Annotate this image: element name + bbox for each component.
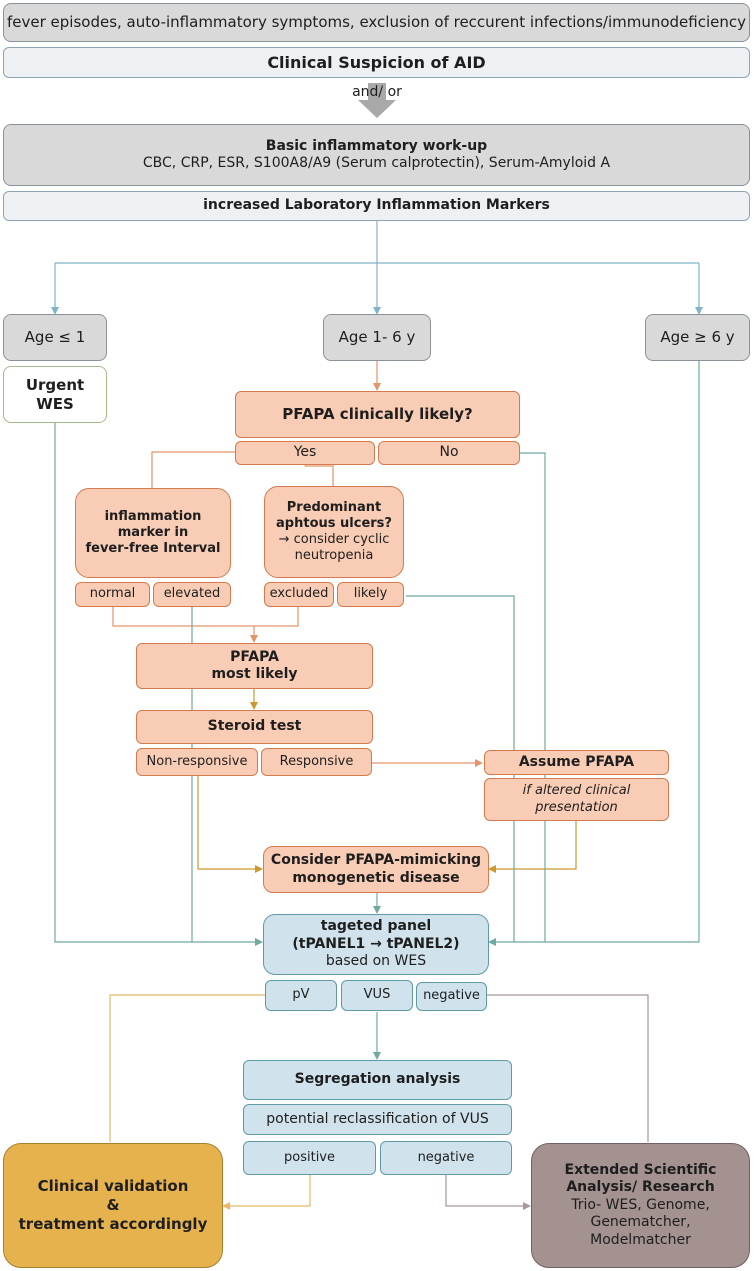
marker-normal-box: normal — [75, 582, 150, 607]
pfapa-most-likely-box: PFAPA most likely — [136, 643, 373, 689]
ulcers-excluded-box: excluded — [264, 582, 334, 607]
connector-pv-to-clinical — [109, 994, 265, 1142]
connector-positive-to-clinical — [222, 1175, 311, 1210]
reclassification-box: potential reclassification of VUS — [243, 1104, 512, 1135]
age-le1-box: Age ≤ 1 — [3, 314, 107, 361]
steroid-nonresponsive-box: Non-responsive — [136, 748, 258, 776]
targeted-panel-box: tageted panel (tPANEL1 → tPANEL2) based … — [263, 914, 489, 975]
connector-segneg-to-extended — [445, 1175, 531, 1210]
clinical-validation-box: Clinical validation & treatment accordin… — [3, 1143, 223, 1268]
clinical-suspicion-text: Clinical Suspicion of AID — [267, 52, 486, 72]
inflammatory-workup-box: Basic inflammatory work-up CBC, CRP, ESR… — [3, 124, 750, 186]
marker-elevated-box: elevated — [153, 582, 231, 607]
panel-pv-box: pV — [265, 980, 337, 1011]
segregation-negative-box: negative — [380, 1141, 512, 1175]
symptoms-text: fever episodes, auto-inflammatory sympto… — [7, 13, 746, 32]
connector-altered-to-mimic — [488, 821, 577, 873]
increased-markers-text: increased Laboratory Inflammation Marker… — [203, 197, 550, 214]
panel-negative-box: negative — [416, 982, 487, 1011]
inflammation-marker-box: inflammation marker in fever-free Interv… — [75, 488, 231, 578]
steroid-responsive-box: Responsive — [261, 748, 372, 776]
aphtous-ulcers-box: Predominant aphtous ulcers? → consider c… — [264, 486, 404, 578]
ulcers-likely-box: likely — [337, 582, 404, 607]
connector-nonresp-to-mimic — [197, 776, 263, 873]
clinical-suspicion-box: Clinical Suspicion of AID — [3, 47, 750, 78]
segregation-positive-box: positive — [243, 1141, 376, 1175]
connector-yes-to-ulcers — [305, 465, 334, 486]
steroid-test-box: Steroid test — [136, 710, 373, 744]
age-mid-box: Age 1- 6 y — [323, 314, 431, 361]
pfapa-likely-box: PFAPA clinically likely? — [235, 391, 520, 438]
urgent-wes-box: Urgent WES — [3, 366, 107, 423]
connector-age6-to-panel — [545, 361, 700, 943]
workup-title: Basic inflammatory work-up — [265, 137, 488, 154]
workup-detail: CBC, CRP, ESR, S100A8/A9 (Serum calprote… — [142, 155, 611, 171]
increased-markers-box: increased Laboratory Inflammation Marker… — [3, 191, 750, 221]
and-or-label: and/ or — [352, 84, 402, 101]
extended-research-box: Extended Scientific Analysis/ Research T… — [531, 1143, 750, 1268]
symptoms-box: fever episodes, auto-inflammatory sympto… — [3, 3, 750, 42]
altered-presentation-box: if altered clinical presentation — [484, 778, 669, 821]
connector-excluded-down — [254, 607, 299, 627]
age-ge6-box: Age ≥ 6 y — [645, 314, 750, 361]
panel-vus-box: VUS — [341, 980, 413, 1011]
pfapa-yes-box: Yes — [235, 441, 375, 465]
pfapa-mimicking-box: Consider PFAPA-mimicking monogenetic dis… — [263, 846, 489, 893]
assume-pfapa-box: Assume PFAPA — [484, 750, 669, 775]
segregation-analysis-box: Segregation analysis — [243, 1060, 512, 1100]
pfapa-no-box: No — [378, 441, 520, 465]
connector-no-to-panel — [514, 452, 546, 943]
connector-normal-down — [112, 607, 254, 627]
